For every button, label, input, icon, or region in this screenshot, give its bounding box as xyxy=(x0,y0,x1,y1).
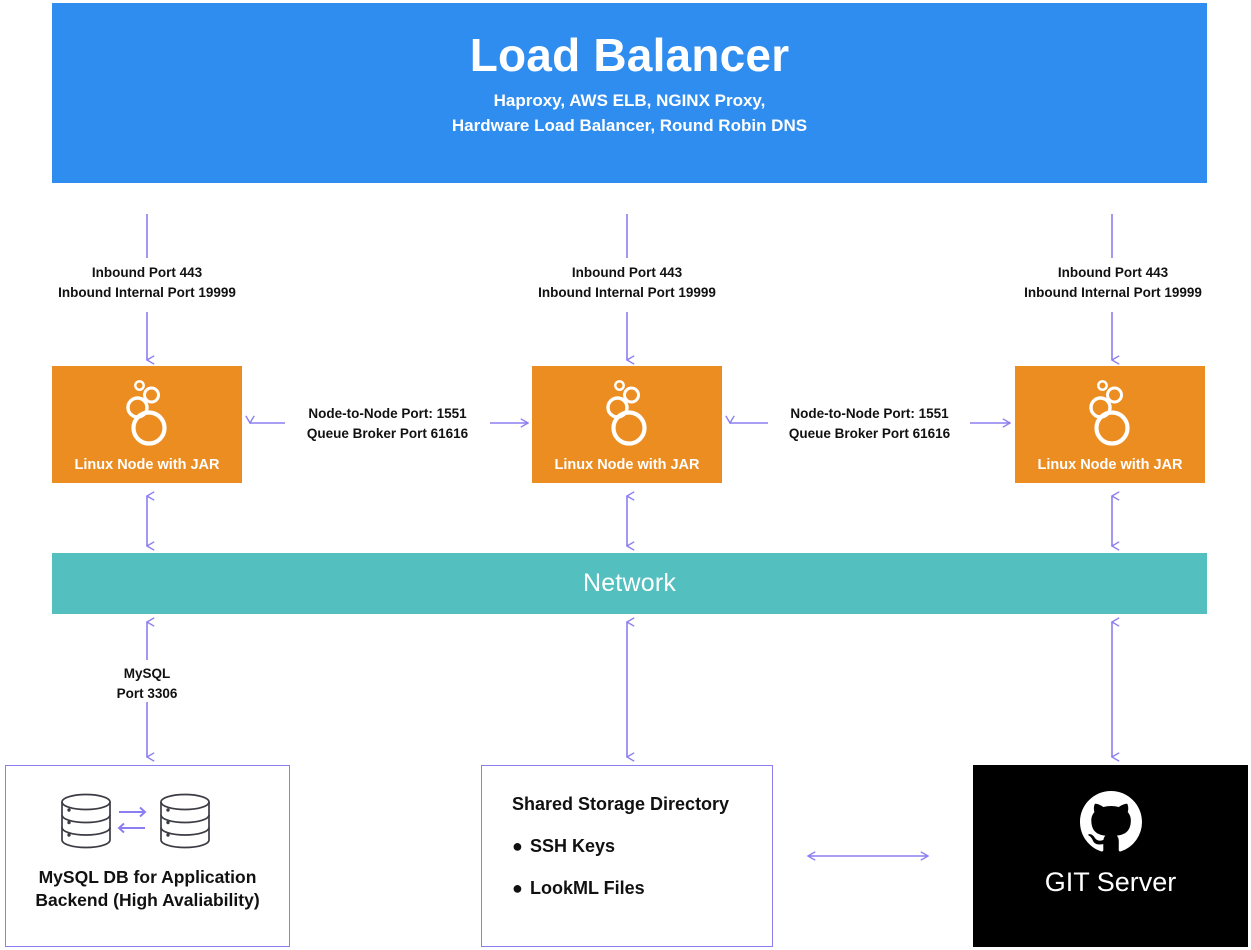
network-label: Network xyxy=(582,569,677,597)
linux-node-3[interactable]: Linux Node with JAR xyxy=(1015,366,1205,483)
linux-node-label: Linux Node with JAR xyxy=(74,457,220,474)
inbound-port-line1: Inbound Port 443 xyxy=(1057,265,1169,280)
load-balancer-subtitle-line2: Hardware Load Balancer, Round Robin DNS xyxy=(451,115,808,135)
shared-storage-item-lookml-files: ● LookML Files xyxy=(512,878,772,899)
replication-arrows-icon xyxy=(117,806,147,834)
network-bar[interactable]: Network xyxy=(52,553,1207,614)
mysql-link-line2: Port 3306 xyxy=(116,685,178,701)
shared-storage-title: Shared Storage Directory xyxy=(512,794,730,814)
mysql-caption-line2: Backend (High Avaliability) xyxy=(35,890,260,911)
database-cylinder-icon xyxy=(61,793,111,849)
node-to-node-label-left: Node-to-Node Port: 1551 Queue Broker Por… xyxy=(290,404,485,443)
inbound-label-node-1: Inbound Port 443 Inbound Internal Port 1… xyxy=(22,263,272,302)
looker-logo-icon xyxy=(1089,380,1130,446)
mysql-db-box[interactable]: MySQL DB for Application Backend (High A… xyxy=(5,765,290,947)
github-octocat-icon xyxy=(1079,791,1142,852)
load-balancer-subtitle: Haproxy, AWS ELB, NGINX Proxy, Hardware … xyxy=(452,89,807,138)
inbound-port-line1: Inbound Port 443 xyxy=(91,265,203,280)
queue-broker-port-line2: Queue Broker Port 61616 xyxy=(788,425,951,441)
shared-storage-item-label: LookML Files xyxy=(530,878,645,898)
inbound-internal-port-line2: Inbound Internal Port 19999 xyxy=(1024,284,1202,300)
looker-logo-icon xyxy=(126,380,167,446)
linux-node-1[interactable]: Linux Node with JAR xyxy=(52,366,242,483)
mysql-link-label: MySQL Port 3306 xyxy=(72,664,222,703)
node-to-node-port-line1: Node-to-Node Port: 1551 xyxy=(790,406,949,421)
node-to-node-port-line1: Node-to-Node Port: 1551 xyxy=(308,406,467,421)
queue-broker-port-line2: Queue Broker Port 61616 xyxy=(306,425,469,441)
git-server-box[interactable]: GIT Server xyxy=(973,765,1248,947)
bullet-icon: ● xyxy=(512,878,523,898)
inbound-label-node-3: Inbound Port 443 Inbound Internal Port 1… xyxy=(988,263,1238,302)
git-server-label: GIT Server xyxy=(1044,867,1177,897)
mysql-link-line1: MySQL xyxy=(123,666,171,681)
inbound-label-node-2: Inbound Port 443 Inbound Internal Port 1… xyxy=(502,263,752,302)
looker-logo-icon xyxy=(606,380,647,446)
shared-storage-item-ssh-keys: ● SSH Keys xyxy=(512,836,772,857)
linux-node-label: Linux Node with JAR xyxy=(1037,457,1183,474)
mysql-replication-graphic xyxy=(61,793,210,849)
inbound-port-line1: Inbound Port 443 xyxy=(571,265,683,280)
linux-node-label: Linux Node with JAR xyxy=(554,457,700,474)
load-balancer-title: Load Balancer xyxy=(469,29,790,81)
load-balancer-subtitle-line1: Haproxy, AWS ELB, NGINX Proxy, xyxy=(493,91,766,111)
shared-storage-box[interactable]: Shared Storage Directory ● SSH Keys ● Lo… xyxy=(481,765,773,947)
inbound-internal-port-line2: Inbound Internal Port 19999 xyxy=(538,284,716,300)
node-to-node-label-right: Node-to-Node Port: 1551 Queue Broker Por… xyxy=(772,404,967,443)
mysql-db-caption: MySQL DB for Application Backend (High A… xyxy=(27,866,267,912)
mysql-caption-line1: MySQL DB for Application xyxy=(38,867,257,887)
load-balancer-box[interactable]: Load Balancer Haproxy, AWS ELB, NGINX Pr… xyxy=(52,3,1207,183)
database-cylinder-icon xyxy=(160,793,210,849)
bullet-icon: ● xyxy=(512,836,523,856)
shared-storage-item-label: SSH Keys xyxy=(530,836,616,856)
inbound-internal-port-line2: Inbound Internal Port 19999 xyxy=(58,284,236,300)
linux-node-2[interactable]: Linux Node with JAR xyxy=(532,366,722,483)
